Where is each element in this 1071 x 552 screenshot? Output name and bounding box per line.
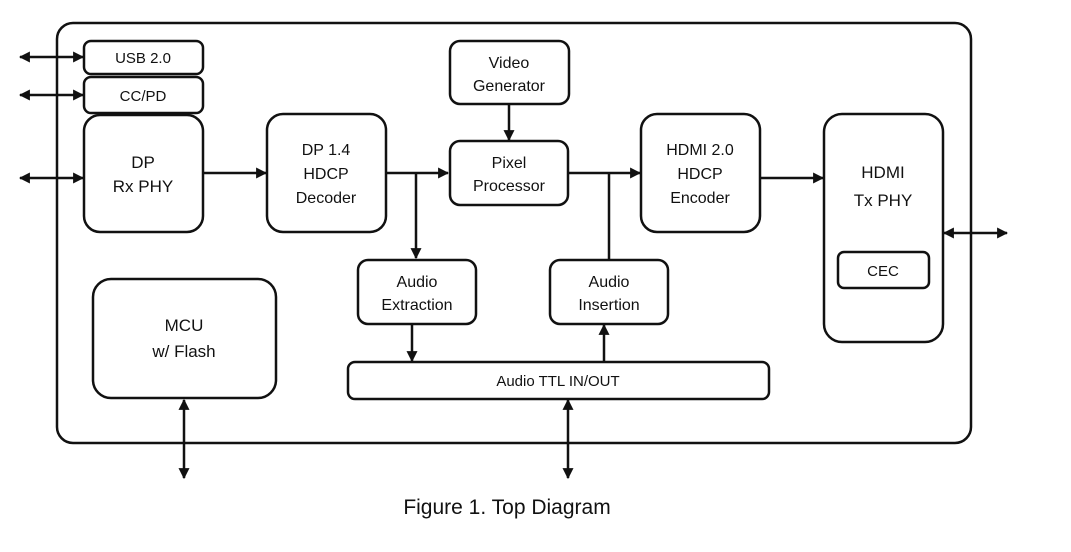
figure-caption: Figure 1. Top Diagram: [403, 496, 610, 519]
connections: [18, 51, 1009, 480]
hdmi-encoder-line3: Encoder: [670, 190, 730, 207]
video-generator-block: Video Generator: [448, 39, 571, 106]
audio-extraction-line1: Audio: [397, 274, 438, 291]
audio-ttl-label: Audio TTL IN/OUT: [496, 373, 619, 390]
pixel-processor-line2: Processor: [473, 178, 546, 195]
dp-hdcp-decoder-block: DP 1.4 HDCP Decoder: [265, 112, 388, 234]
hdmi-encoder-line1: HDMI 2.0: [666, 142, 734, 159]
video-generator-line2: Generator: [473, 78, 546, 95]
mcu-line1: MCU: [165, 316, 204, 335]
dp-decoder-line3: Decoder: [296, 190, 357, 207]
pixel-processor-line1: Pixel: [492, 155, 527, 172]
ccpd-label: CC/PD: [120, 88, 167, 105]
audio-insertion-block: Audio Insertion: [548, 258, 670, 326]
mcu-line2: w/ Flash: [151, 342, 215, 361]
hdmi-hdcp-encoder-block: HDMI 2.0 HDCP Encoder: [639, 112, 762, 234]
mcu-block: MCU w/ Flash: [91, 277, 278, 400]
ccpd-block: CC/PD: [82, 75, 205, 115]
hdmi-tx-phy-line2: Tx PHY: [854, 191, 913, 210]
audio-extraction-block: Audio Extraction: [356, 258, 478, 326]
usb-block: USB 2.0: [82, 39, 205, 76]
dp-decoder-line1: DP 1.4: [302, 142, 351, 159]
dp-rx-phy-line2: Rx PHY: [113, 177, 173, 196]
dp-rx-phy-line1: DP: [131, 153, 155, 172]
audio-ttl-block: Audio TTL IN/OUT: [346, 360, 771, 401]
audio-extraction-line2: Extraction: [381, 297, 452, 314]
hdmi-encoder-line2: HDCP: [677, 166, 722, 183]
usb-label: USB 2.0: [115, 50, 171, 67]
dp-decoder-line2: HDCP: [303, 166, 348, 183]
hdmi-tx-phy-line1: HDMI: [861, 163, 904, 182]
hdmi-tx-phy-block: HDMI Tx PHY: [822, 112, 945, 344]
audio-insertion-line1: Audio: [589, 274, 630, 291]
audio-insertion-line2: Insertion: [578, 297, 639, 314]
pixel-processor-block: Pixel Processor: [448, 139, 570, 207]
cec-block: CEC: [836, 250, 931, 290]
cec-label: CEC: [867, 263, 899, 280]
video-generator-line1: Video: [489, 55, 530, 72]
dp-rx-phy-block: DP Rx PHY: [82, 113, 205, 234]
